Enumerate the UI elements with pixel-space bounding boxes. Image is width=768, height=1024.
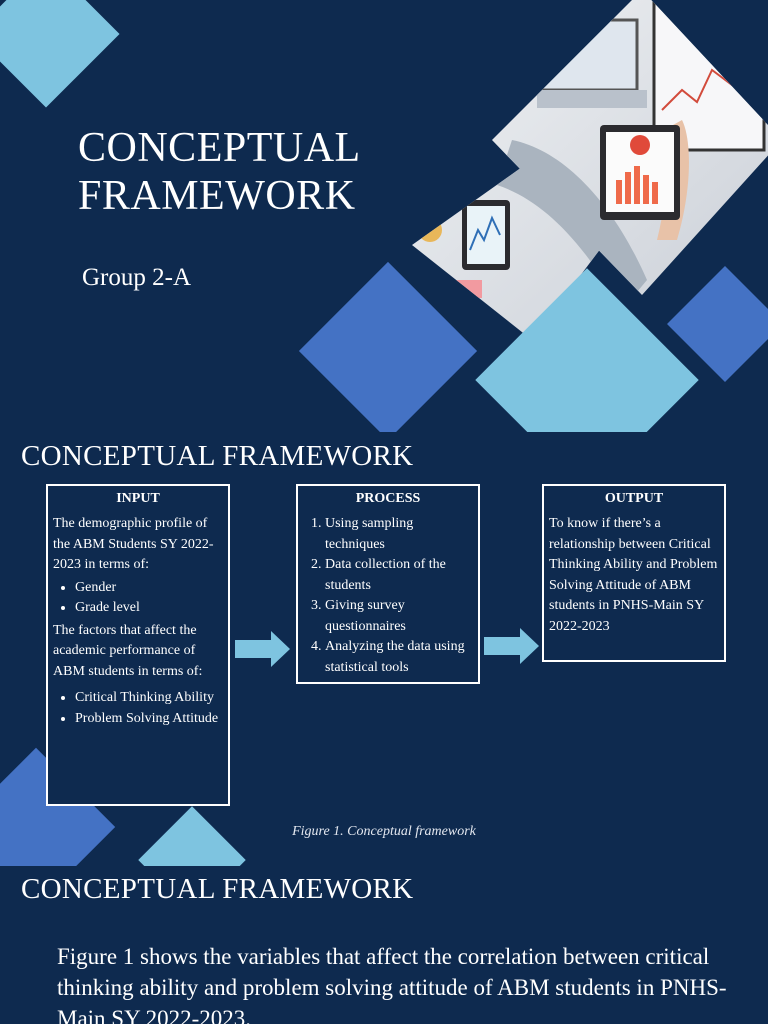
list-item: Grade level bbox=[75, 598, 223, 619]
process-box: PROCESS Using sampling techniques Data c… bbox=[296, 484, 480, 684]
output-text: To know if there’s a relationship betwee… bbox=[549, 516, 718, 634]
list-item: Data collection of the students bbox=[325, 555, 473, 596]
slide-subtitle: Group 2-A bbox=[82, 264, 192, 291]
slide-title: CONCEPTUAL FRAMEWORK bbox=[21, 873, 414, 905]
list-item: Analyzing the data using statistical too… bbox=[325, 637, 473, 678]
input-intro: The demographic profile of the ABM Stude… bbox=[53, 516, 214, 572]
arrow-right-icon bbox=[235, 631, 290, 667]
input-box: INPUT The demographic profile of the ABM… bbox=[46, 484, 230, 806]
description-slide: CONCEPTUAL FRAMEWORK Figure 1 shows the … bbox=[0, 866, 768, 1024]
slide-title: CONCEPTUAL FRAMEWORK bbox=[21, 440, 414, 472]
decor-diamond-top-left bbox=[0, 0, 120, 108]
analytics-photo bbox=[412, 0, 768, 340]
slide-body: Figure 1 shows the variables that affect… bbox=[57, 944, 727, 1024]
list-item: Giving survey questionnaires bbox=[325, 596, 473, 637]
process-steps: Using sampling techniques Data collectio… bbox=[303, 514, 473, 678]
slide-title: CONCEPTUAL FRAMEWORK bbox=[78, 125, 360, 219]
output-box: OUTPUT To know if there’s a relationship… bbox=[542, 484, 726, 662]
arrow-right-icon bbox=[484, 628, 539, 664]
input-heading: INPUT bbox=[116, 491, 160, 506]
process-heading: PROCESS bbox=[355, 491, 421, 506]
list-item: Gender bbox=[75, 578, 223, 599]
factors-intro: The factors that affect the academic per… bbox=[53, 622, 203, 679]
demographics-list: Gender Grade level bbox=[53, 578, 223, 619]
list-item: Using sampling techniques bbox=[325, 514, 473, 555]
title-slide: CONCEPTUAL FRAMEWORK Group 2-A bbox=[0, 0, 768, 432]
list-item: Problem Solving Attitude bbox=[75, 709, 223, 730]
factors-list: Critical Thinking Ability Problem Solvin… bbox=[53, 688, 223, 729]
output-heading: OUTPUT bbox=[604, 491, 664, 506]
framework-slide: CONCEPTUAL FRAMEWORK INPUT The demograph… bbox=[0, 432, 768, 866]
figure-caption: Figure 1. Conceptual framework bbox=[292, 824, 476, 839]
list-item: Critical Thinking Ability bbox=[75, 688, 223, 709]
